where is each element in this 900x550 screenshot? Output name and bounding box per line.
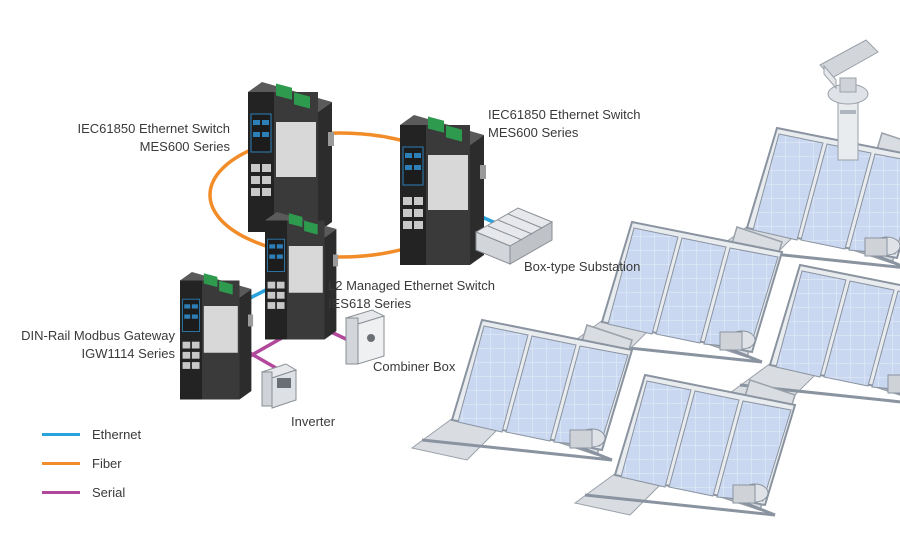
mes600-switch-left [247, 81, 335, 233]
legend-serial-line [42, 491, 80, 494]
legend-serial-label: Serial [92, 485, 126, 500]
label-inverter: Inverter [291, 414, 336, 429]
label-ies618-line1: L2 Managed Ethernet Switch [328, 278, 495, 293]
mes600-switch-right [399, 114, 487, 266]
label-mes600-right-line2: MES600 Series [488, 125, 579, 140]
legend-fiber-label: Fiber [92, 456, 122, 471]
label-ies618-line2: IES618 Series [328, 296, 412, 311]
legend-fiber-line [42, 462, 80, 465]
legend-ethernet-line [42, 433, 80, 436]
label-mes600-left: IEC61850 Ethernet Switch MES600 Series [40, 120, 230, 156]
combiner-box [344, 309, 386, 365]
label-igw1114: DIN-Rail Modbus Gateway IGW1114 Series [0, 327, 175, 363]
solar-array-bottom-left [410, 318, 634, 462]
label-ies618: L2 Managed Ethernet Switch IES618 Series [328, 277, 495, 313]
camera-pole [819, 39, 879, 161]
label-combiner: Combiner Box [373, 359, 456, 374]
label-mes600-left-line2: MES600 Series [139, 139, 230, 154]
legend-ethernet-label: Ethernet [92, 427, 142, 442]
label-substation: Box-type Substation [524, 259, 641, 274]
label-mes600-right: IEC61850 Ethernet Switch MES600 Series [488, 106, 640, 142]
label-igw1114-line1: DIN-Rail Modbus Gateway [21, 328, 175, 343]
igw1114-gateway [179, 271, 254, 400]
ies618-switch [264, 211, 339, 340]
label-mes600-right-line1: IEC61850 Ethernet Switch [488, 107, 641, 122]
label-igw1114-line2: IGW1114 Series [81, 346, 175, 361]
inverter [260, 363, 298, 409]
label-mes600-left-line1: IEC61850 Ethernet Switch [77, 121, 230, 136]
box-substation [474, 207, 554, 265]
